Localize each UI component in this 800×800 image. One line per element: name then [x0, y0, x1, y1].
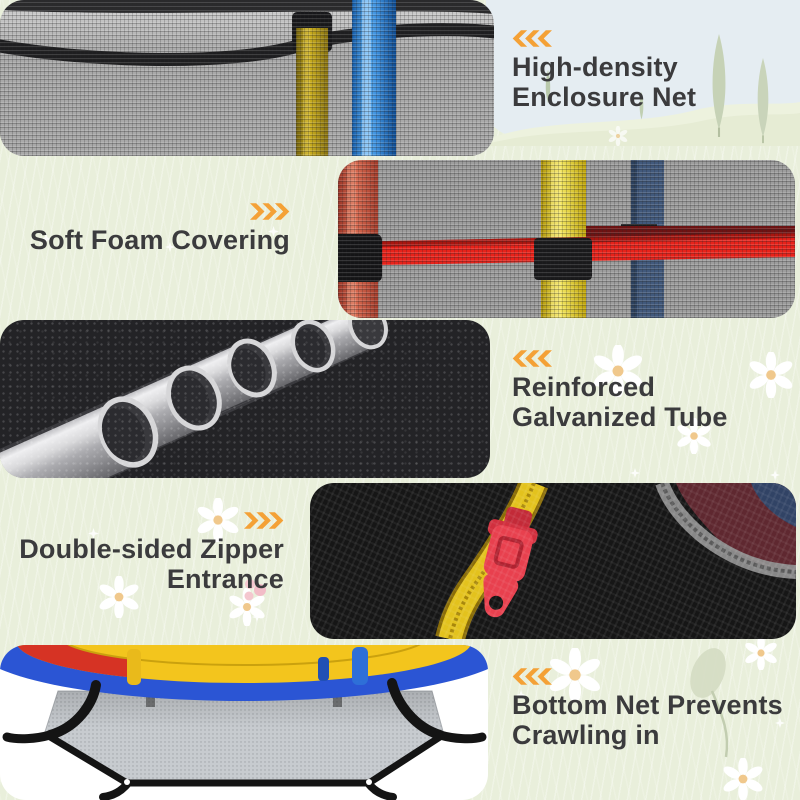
- sparkle-icon: [516, 690, 526, 700]
- tree-icon: [757, 58, 769, 144]
- pink-flower-icon: [244, 579, 266, 601]
- feature-title: High-density Enclosure Net: [512, 52, 697, 112]
- daisy-flower-icon: [677, 418, 711, 454]
- tree-icon: [545, 70, 551, 104]
- enclosure-net-photo: [0, 0, 494, 156]
- chevrons-left-icon: [512, 350, 794, 367]
- daisy-flower-icon: [608, 126, 628, 146]
- sparkle-icon: [252, 612, 262, 622]
- sparkle-icon: [88, 528, 99, 539]
- feature-title: Soft Foam Covering: [29, 225, 290, 255]
- sparkle-icon: [268, 226, 279, 237]
- zipper-entrance-photo: [310, 483, 796, 639]
- feature-title: Double-sided Zipper Entrance: [19, 534, 284, 594]
- bottom-net-photo: [0, 645, 488, 800]
- tree-icon: [639, 92, 644, 120]
- daisy-flower-icon: [197, 498, 239, 542]
- chevrons-left-icon: [512, 30, 794, 47]
- sparkle-icon: [630, 468, 640, 478]
- daisy-flower-icon: [723, 758, 763, 800]
- galvanized-tube-photo: [0, 320, 490, 478]
- tree-icon: [712, 34, 726, 137]
- feature-enclosure-net: High-density Enclosure Net: [512, 30, 794, 112]
- chevrons-right-icon: [8, 203, 290, 220]
- feature-zipper-entrance: Double-sided Zipper Entrance: [2, 512, 284, 594]
- daisy-flower-icon: [550, 648, 600, 702]
- foam-covering-photo: [338, 160, 795, 318]
- feature-title: Reinforced Galvanized Tube: [512, 372, 728, 432]
- sparkle-icon: [40, 233, 52, 245]
- sparkle-icon: [775, 718, 785, 728]
- feature-title: Bottom Net Prevents Crawling in: [512, 690, 783, 750]
- daisy-flower-icon: [749, 352, 793, 398]
- daisy-flower-icon: [99, 576, 139, 618]
- chevrons-right-icon: [2, 512, 284, 529]
- feature-foam-covering: Soft Foam Covering: [8, 203, 290, 256]
- leaf-icon: [690, 648, 729, 758]
- feature-bottom-net: Bottom Net Prevents Crawling in: [512, 668, 796, 750]
- feature-galvanized-tube: Reinforced Galvanized Tube: [512, 350, 794, 432]
- sparkle-icon: [165, 242, 175, 252]
- daisy-flower-icon: [593, 345, 643, 397]
- chevrons-left-icon: [512, 668, 796, 685]
- daisy-flower-icon: [745, 636, 777, 670]
- sparkle-icon: [770, 470, 780, 480]
